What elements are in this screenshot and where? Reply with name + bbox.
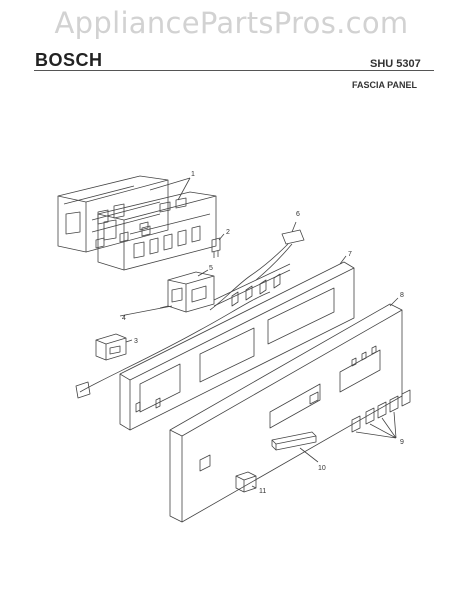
part-switch: [211, 237, 221, 258]
part-buttons: [351, 389, 411, 439]
callout-8: 8: [400, 292, 404, 299]
callout-2: 2: [226, 229, 230, 236]
part-button-strip: [271, 431, 317, 451]
part-rod: [119, 305, 173, 317]
leader-5: [197, 269, 209, 277]
part-inner-frame: [119, 261, 355, 431]
leader-1b: [177, 177, 191, 201]
callout-6: 6: [296, 211, 300, 218]
leader-7: [339, 255, 347, 265]
callout-3: 3: [134, 338, 138, 345]
leader-10: [299, 447, 319, 463]
watermark: AppliancePartsPros.com: [54, 6, 409, 40]
leader-8: [389, 297, 399, 307]
part-cable: [79, 291, 271, 393]
leader-1: [149, 177, 191, 191]
callout-9: 9: [400, 439, 404, 446]
part-cable-plug: [75, 381, 91, 399]
callout-5: 5: [209, 265, 213, 272]
part-connector: [95, 333, 127, 361]
leader-3: [125, 339, 133, 343]
leader-11: [251, 485, 257, 489]
callout-4: 4: [122, 315, 126, 322]
model-number: SHU 5307: [370, 58, 421, 70]
callout-7: 7: [348, 251, 352, 258]
brand-logo: BOSCH: [35, 50, 103, 70]
part-control-module: [57, 175, 217, 271]
part-fascia-panel: [169, 303, 403, 523]
callout-10: 10: [318, 465, 326, 472]
diagram-title: FASCIA PANEL: [352, 80, 418, 90]
part-wire-harness: [209, 221, 305, 311]
leader-2: [218, 233, 225, 241]
part-relay-block: [159, 271, 215, 313]
callout-1: 1: [191, 171, 195, 178]
callout-11: 11: [259, 488, 266, 495]
header-rule: [34, 70, 434, 71]
